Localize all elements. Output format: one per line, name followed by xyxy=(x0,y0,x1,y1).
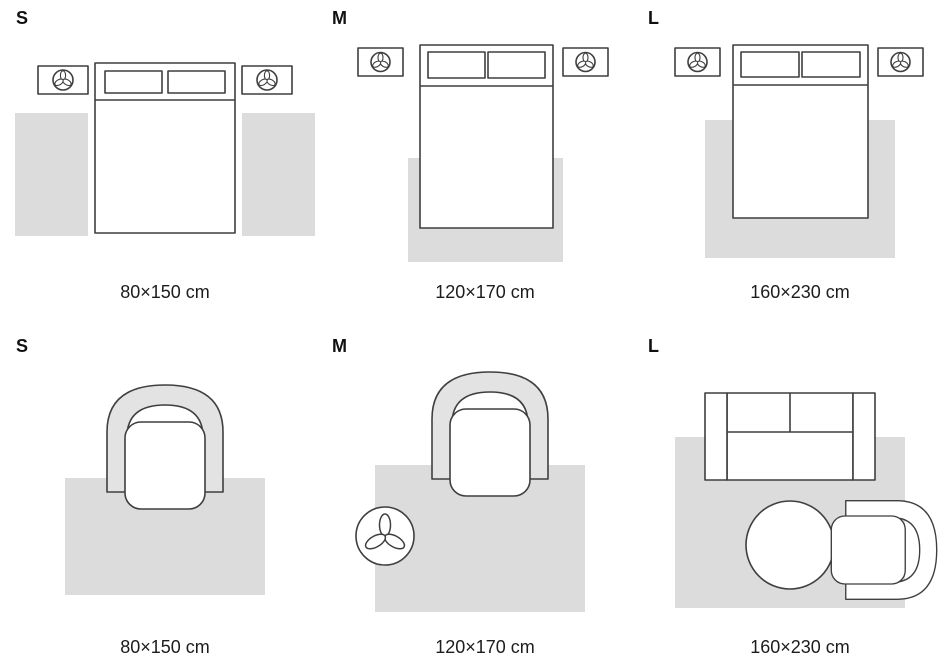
living-s-scene xyxy=(65,384,265,595)
pillow-right xyxy=(801,51,861,78)
living-s-size: 80×150 cm xyxy=(120,637,210,657)
bed xyxy=(732,44,869,219)
pillow-right xyxy=(487,51,546,79)
bedroom-m-scene xyxy=(357,44,609,262)
bed xyxy=(94,62,236,234)
pillow-left xyxy=(427,51,486,79)
armchair-seat xyxy=(830,515,906,585)
rug-right xyxy=(242,113,315,236)
armchair xyxy=(431,371,549,497)
rug-left xyxy=(15,113,88,236)
bedroom-s-size: 80×150 cm xyxy=(120,282,210,302)
bedroom-l-size: 160×230 cm xyxy=(750,282,850,302)
bedroom-l-scene xyxy=(674,44,924,258)
living-m-scene xyxy=(355,371,585,612)
living-l-scene xyxy=(675,392,938,608)
pillow-right xyxy=(167,70,226,94)
nightstand-right xyxy=(562,47,609,77)
living-l-size: 160×230 cm xyxy=(750,637,850,657)
bedroom-s-scene xyxy=(15,62,315,236)
nightstand-left xyxy=(37,65,89,95)
living-m-label: M xyxy=(332,336,347,356)
pillow-left xyxy=(740,51,800,78)
sofa xyxy=(704,392,876,481)
living-s-label: S xyxy=(16,336,29,356)
nightstand-left xyxy=(357,47,404,77)
bedroom-m-label: M xyxy=(332,8,347,28)
nightstand-right xyxy=(241,65,293,95)
armchair-seat xyxy=(449,408,531,497)
nightstand-left xyxy=(674,47,721,77)
plant-pot xyxy=(355,506,415,566)
armchair-back xyxy=(845,500,938,600)
armchair-back xyxy=(106,384,224,493)
armchair-back xyxy=(431,371,549,480)
bedroom-m-size: 120×170 cm xyxy=(435,282,535,302)
bed xyxy=(419,44,554,229)
bedroom-s-label: S xyxy=(16,8,29,28)
coffee-table xyxy=(745,500,835,590)
bedroom-l-label: L xyxy=(648,8,659,28)
living-m-size: 120×170 cm xyxy=(435,637,535,657)
nightstand-right xyxy=(877,47,924,77)
armchair xyxy=(106,384,224,510)
sofa-armrest-right xyxy=(852,392,876,481)
sofa-armrest-left xyxy=(704,392,728,481)
armchair xyxy=(830,500,938,600)
armchair-seat xyxy=(124,421,206,510)
pillow-left xyxy=(104,70,163,94)
living-l-label: L xyxy=(648,336,659,356)
